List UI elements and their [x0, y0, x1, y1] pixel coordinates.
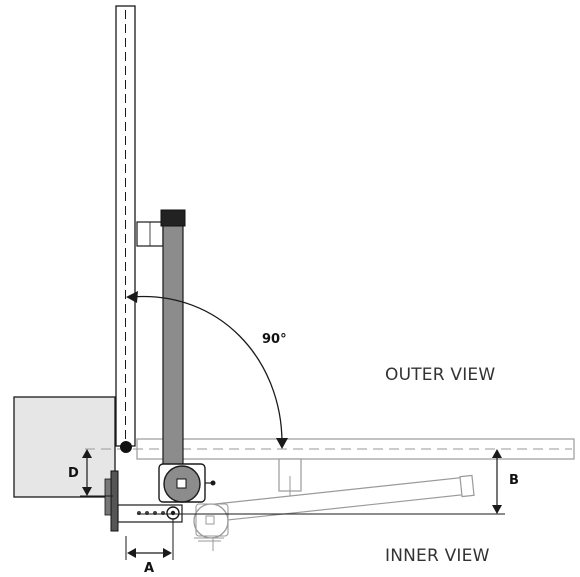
actuator-arm	[160, 209, 186, 471]
outer-view-label: OUTER VIEW	[385, 365, 495, 385]
dimension-b	[137, 449, 505, 515]
ghost-actuator	[193, 458, 475, 551]
wall-pillar	[13, 396, 116, 498]
dimension-d	[80, 449, 113, 497]
gate-closed-position	[85, 438, 575, 460]
dimension-d-label: D	[68, 466, 79, 481]
swing-arc-90	[126, 291, 288, 449]
dimension-a	[125, 519, 174, 560]
angle-label: 90°	[262, 332, 287, 347]
hinge-pivot	[120, 441, 132, 453]
motor-unit	[158, 463, 216, 503]
gate-open-position	[115, 5, 136, 447]
dimension-a-label: A	[144, 561, 154, 573]
inner-view-label: INNER VIEW	[385, 546, 490, 566]
dimension-b-label: B	[509, 473, 519, 488]
gate-bracket	[136, 221, 164, 247]
